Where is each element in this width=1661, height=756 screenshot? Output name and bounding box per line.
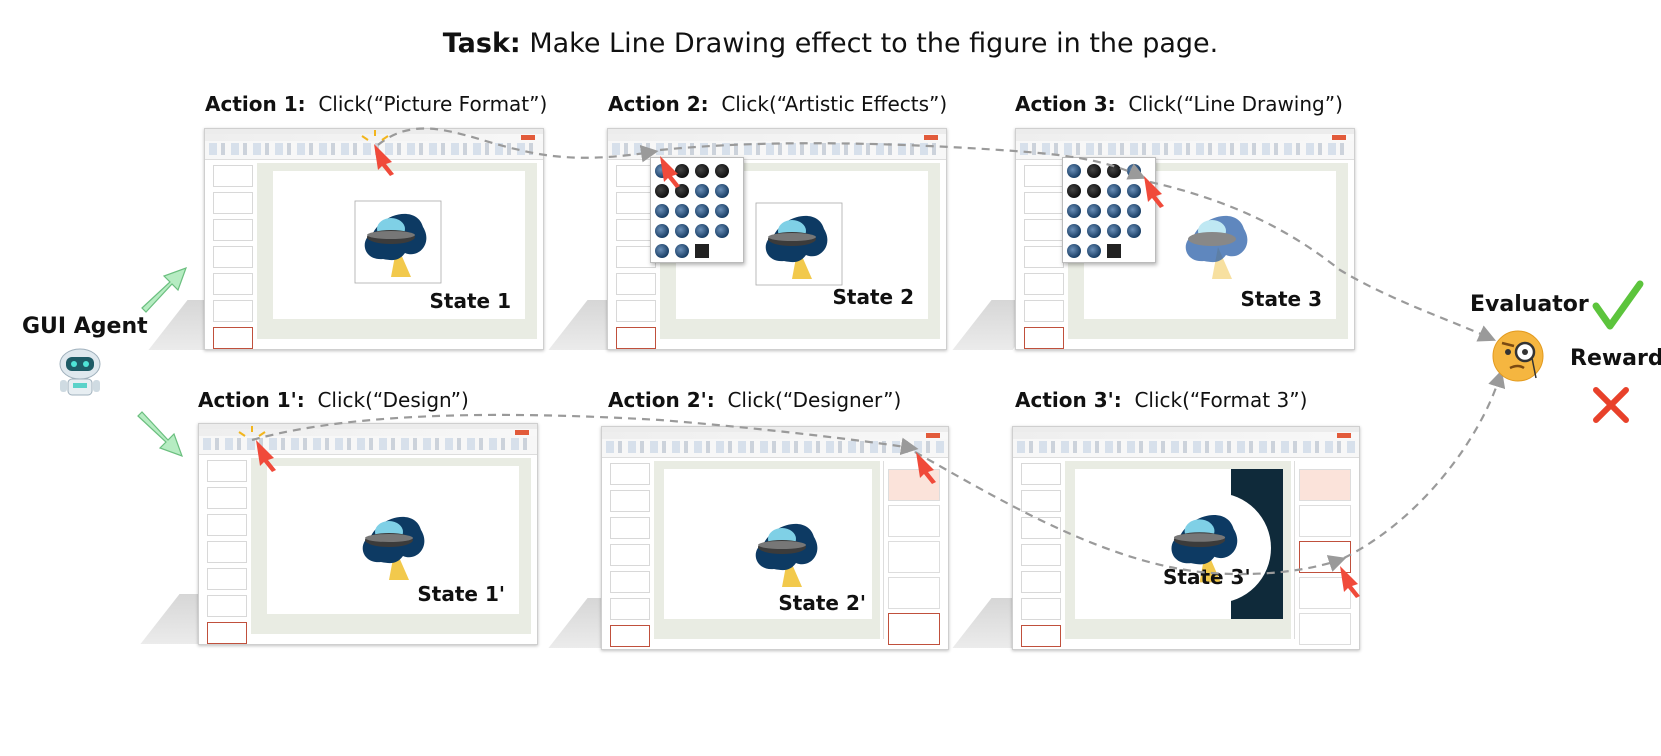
reward-label: Reward [1570, 346, 1661, 371]
red-cross-icon [1593, 387, 1629, 423]
design-option[interactable] [1299, 469, 1351, 501]
task-text: Make Line Drawing effect to the figure i… [529, 28, 1219, 59]
slide-thumbnails [213, 165, 253, 349]
task-label: Task: [442, 28, 521, 59]
action-2p-label: Action 2': Click(“Designer”) [608, 388, 901, 412]
slide-thumbnails [610, 463, 650, 647]
action-3p-title: Action 3': [1015, 388, 1122, 412]
canvas-area: State 3' [1065, 461, 1291, 639]
action-1-text: Click(“Picture Format”) [318, 92, 548, 116]
ufo-image[interactable] [353, 199, 443, 285]
action-2-title: Action 2: [608, 92, 709, 116]
agent-arrow-up [141, 266, 188, 313]
slide[interactable]: State 3' [1075, 469, 1283, 619]
action-1p-text: Click(“Design”) [317, 388, 469, 412]
state-3p-label: State 3' [1163, 565, 1251, 589]
action-3-title: Action 3: [1015, 92, 1116, 116]
action-1-label: Action 1: Click(“Picture Format”) [205, 92, 547, 116]
action-1p-label: Action 1': Click(“Design”) [198, 388, 469, 412]
design-option-format-3[interactable] [1299, 541, 1351, 573]
slide-thumbnails [1021, 463, 1061, 647]
action-1p-title: Action 1': [198, 388, 305, 412]
ribbon [602, 427, 948, 458]
ribbon [608, 129, 946, 160]
design-option[interactable] [1299, 505, 1351, 537]
action-2-text: Click(“Artistic Effects”) [721, 92, 948, 116]
design-option[interactable] [888, 469, 940, 501]
state-2p-label: State 2' [778, 591, 866, 615]
green-check-icon [1592, 280, 1644, 330]
state-1-label: State 1 [429, 289, 511, 313]
design-option[interactable] [888, 613, 940, 645]
ufo-image[interactable] [351, 502, 441, 588]
screenshot-state-3: State 3 [1015, 128, 1355, 350]
robot-icon [59, 348, 101, 396]
action-3-text: Click(“Line Drawing”) [1128, 92, 1343, 116]
slide[interactable]: State 1 [273, 171, 525, 319]
design-option[interactable] [1299, 613, 1351, 645]
task-title: Task: Make Line Drawing effect to the fi… [0, 28, 1661, 59]
ufo-image[interactable] [744, 509, 834, 595]
design-option[interactable] [1299, 577, 1351, 609]
action-2p-text: Click(“Designer”) [727, 388, 902, 412]
gui-agent-label: GUI Agent [22, 314, 148, 339]
screenshot-state-1: State 1 [204, 128, 544, 350]
slide-thumbnails [207, 460, 247, 644]
action-3-label: Action 3: Click(“Line Drawing”) [1015, 92, 1343, 116]
flow-arrow [1343, 369, 1506, 559]
designer-pane [1294, 461, 1353, 645]
screenshot-state-1p: State 1' [198, 423, 538, 645]
ufo-image-effect[interactable] [1174, 201, 1264, 287]
action-2p-title: Action 2': [608, 388, 715, 412]
canvas-area: State 1' [251, 458, 531, 634]
ribbon [1016, 129, 1354, 160]
agent-arrow-down [137, 411, 184, 458]
state-1p-label: State 1' [417, 582, 505, 606]
artistic-effects-gallery[interactable] [650, 157, 744, 263]
artistic-effects-gallery[interactable] [1062, 157, 1156, 263]
designer-pane [883, 461, 942, 645]
screenshot-state-2: State 2 [607, 128, 947, 350]
action-3p-text: Click(“Format 3”) [1134, 388, 1308, 412]
canvas-area: State 1 [257, 163, 537, 339]
monocle-face-icon [1492, 330, 1544, 382]
design-option[interactable] [888, 577, 940, 609]
state-3-label: State 3 [1240, 287, 1322, 311]
state-2-label: State 2 [832, 285, 914, 309]
screenshot-state-3p: State 3' [1012, 426, 1360, 650]
screenshot-state-2p: State 2' [601, 426, 949, 650]
ribbon [1013, 427, 1359, 458]
design-option[interactable] [888, 505, 940, 537]
slide[interactable]: State 2' [664, 469, 872, 619]
slide-thumbnails [1024, 165, 1064, 349]
ribbon [199, 424, 537, 455]
action-1-title: Action 1: [205, 92, 306, 116]
ribbon [205, 129, 543, 160]
action-3p-label: Action 3': Click(“Format 3”) [1015, 388, 1307, 412]
slide-thumbnails [616, 165, 656, 349]
design-option[interactable] [888, 541, 940, 573]
action-2-label: Action 2: Click(“Artistic Effects”) [608, 92, 947, 116]
slide[interactable]: State 1' [267, 466, 519, 614]
ufo-image[interactable] [754, 201, 844, 287]
canvas-area: State 2' [654, 461, 880, 639]
evaluator-label: Evaluator [1470, 292, 1589, 317]
line-drawing-option[interactable] [1127, 164, 1141, 178]
